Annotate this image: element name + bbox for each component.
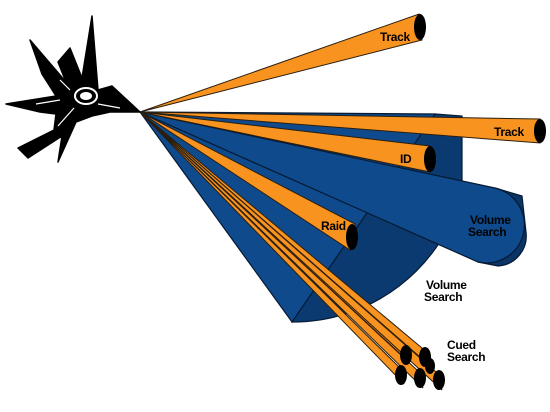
id-beam xyxy=(139,111,436,173)
track-beam-upper-shape xyxy=(139,13,423,113)
label-volume-search-lower-line2: Search xyxy=(424,290,462,304)
stealth-fighter-aircraft-icon xyxy=(5,15,141,163)
label-volume-search-lower-line1: Volume xyxy=(426,278,467,292)
cued-search-beams xyxy=(139,111,445,391)
track-beam-right-aperture xyxy=(534,119,546,143)
volume-search-upper-fan-side xyxy=(477,187,527,267)
track-beam-upper-aperture xyxy=(414,14,426,40)
track-beam-right xyxy=(139,111,546,144)
diagram-labels: Track Track ID Raid Volume Search Volume… xyxy=(321,30,525,364)
raid-beam-aperture xyxy=(346,224,358,250)
label-volume-search-right-line2: Search xyxy=(468,225,506,239)
label-volume-search-right-line1: Volume xyxy=(470,213,511,227)
label-track-upper: Track xyxy=(380,30,410,44)
label-cued-search-line1: Cued xyxy=(447,338,476,352)
aircraft-panel-line-3 xyxy=(57,107,75,127)
cued-aperture-6 xyxy=(425,358,435,374)
cued-aperture-1 xyxy=(400,345,412,365)
cued-aperture-3 xyxy=(395,365,407,385)
label-cued-search-line2: Search xyxy=(447,350,485,364)
label-track-right: Track xyxy=(494,125,524,139)
raid-beam xyxy=(139,111,358,251)
aircraft-body xyxy=(5,15,141,163)
label-raid: Raid xyxy=(321,219,346,233)
aircraft-canopy-glass xyxy=(80,92,92,100)
id-beam-aperture xyxy=(424,146,436,172)
track-beam-upper xyxy=(139,13,426,113)
aircraft-panel-line-2 xyxy=(97,103,121,109)
aircraft-panel-line-1 xyxy=(59,79,71,91)
cued-aperture-5 xyxy=(433,370,445,390)
volume-search-upper-fan xyxy=(139,111,527,267)
cued-aperture-4 xyxy=(414,368,426,388)
label-id: ID xyxy=(400,152,412,166)
aircraft-panel-line-4 xyxy=(35,99,61,105)
